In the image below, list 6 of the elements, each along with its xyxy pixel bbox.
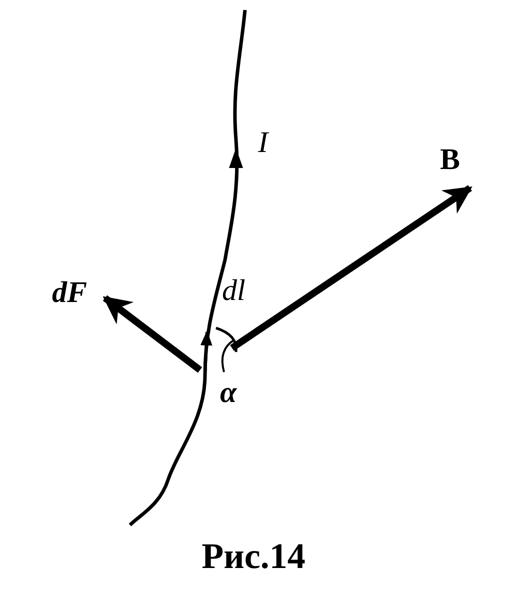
current-label: I (258, 128, 268, 158)
angle-label: α (220, 378, 237, 408)
figure-caption: Рис.14 (200, 535, 306, 577)
vector-label: B (440, 145, 460, 175)
vector-label: dF (52, 278, 88, 308)
vector-label: dl (222, 276, 246, 306)
